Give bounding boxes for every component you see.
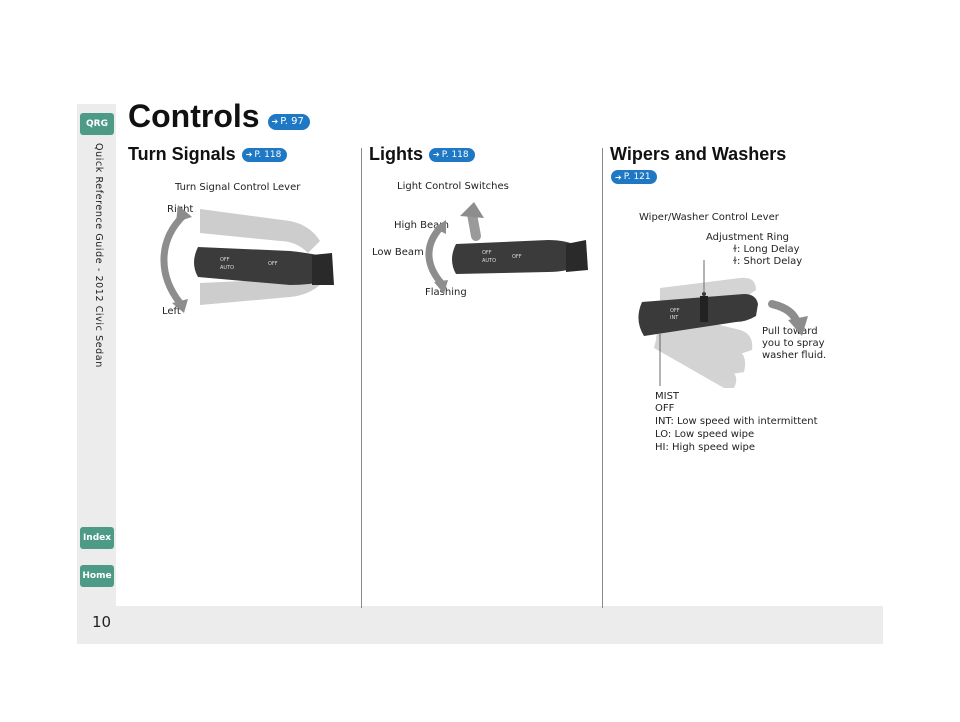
home-tab[interactable]: Home — [80, 565, 114, 587]
page-ref-link[interactable]: ➔ P. 97 — [267, 113, 310, 130]
long-delay-text: : Long Delay — [736, 244, 800, 255]
page-title: Controls ➔ P. 97 — [128, 98, 310, 135]
svg-text:OFF: OFF — [670, 308, 680, 314]
svg-text:OFF: OFF — [512, 254, 522, 260]
turn-signal-caption: Turn Signal Control Lever — [175, 182, 301, 193]
turn-signals-title: Turn Signals — [128, 144, 236, 164]
turn-signal-lever-illustration: OFF AUTO OFF — [160, 205, 334, 313]
index-tab[interactable]: Index — [80, 527, 114, 549]
lights-heading: Lights ➔ P. 118 — [369, 144, 475, 165]
qrg-tab[interactable]: QRG — [80, 113, 114, 135]
short-delay-icon: ɫ — [733, 256, 737, 267]
page-number: 10 — [92, 613, 112, 631]
side-margin-band — [77, 104, 116, 610]
column-divider-2 — [602, 148, 603, 608]
long-delay-icon: ɫ — [733, 244, 737, 255]
svg-text:OFF: OFF — [482, 250, 492, 256]
turn-signals-ref-text: P. 118 — [254, 149, 282, 160]
lights-title: Lights — [369, 144, 423, 164]
svg-text:AUTO: AUTO — [220, 265, 234, 271]
mode-lo: LO: Low speed wipe — [655, 429, 755, 440]
mode-int: INT: Low speed with intermittent — [655, 416, 818, 427]
ref-arrow-icon: ➔ — [271, 117, 279, 126]
svg-text:OFF: OFF — [220, 257, 230, 263]
wipers-heading: Wipers and Washers — [610, 144, 786, 165]
ref-arrow-icon: ➔ — [245, 150, 253, 159]
high-beam-label: High Beam — [394, 220, 450, 231]
pull-instruction-line-1: Pull toward — [762, 326, 818, 337]
low-beam-label: Low Beam — [372, 247, 424, 258]
short-delay-label: ɫ: Short Delay — [733, 256, 802, 269]
mode-off: OFF — [655, 403, 675, 414]
wiper-caption: Wiper/Washer Control Lever — [639, 212, 779, 223]
light-switch-illustration: OFF AUTO OFF — [425, 202, 588, 294]
svg-text:AUTO: AUTO — [482, 258, 496, 264]
page-title-text: Controls — [128, 98, 260, 134]
long-delay-label: ɫ: Long Delay — [733, 244, 800, 257]
short-delay-text: : Short Delay — [736, 256, 803, 267]
lights-ref-text: P. 118 — [441, 149, 469, 160]
lights-ref-link[interactable]: ➔ P. 118 — [429, 147, 475, 162]
guide-side-label: Quick Reference Guide - 2012 Civic Sedan — [93, 143, 104, 368]
ref-arrow-icon: ➔ — [433, 150, 440, 159]
mode-hi: HI: High speed wipe — [655, 442, 756, 453]
ref-arrow-icon: ➔ — [615, 172, 622, 182]
turn-left-label: Left — [162, 306, 181, 317]
wipers-ref-link[interactable]: ➔ P. 121 — [611, 170, 657, 184]
page-ref-text: P. 97 — [280, 116, 304, 127]
flashing-label: Flashing — [425, 287, 467, 298]
wipers-ref-text: P. 121 — [623, 172, 651, 182]
svg-text:OFF: OFF — [268, 261, 278, 267]
wipers-title: Wipers and Washers — [610, 144, 787, 164]
mode-mist: MIST — [655, 391, 680, 402]
turn-signals-heading: Turn Signals ➔ P. 118 — [128, 144, 288, 165]
column-divider-1 — [361, 148, 362, 608]
turn-signals-ref-link[interactable]: ➔ P. 118 — [241, 147, 288, 162]
pull-instruction-line-2: you to spray — [762, 338, 825, 349]
pull-instruction-line-3: washer fluid. — [762, 350, 827, 361]
adjustment-ring-label: Adjustment Ring — [706, 232, 790, 243]
lights-caption: Light Control Switches — [397, 181, 509, 192]
svg-text:INT: INT — [670, 315, 679, 321]
wiper-lever-illustration: OFF INT — [638, 260, 808, 388]
footer-band — [77, 606, 883, 644]
